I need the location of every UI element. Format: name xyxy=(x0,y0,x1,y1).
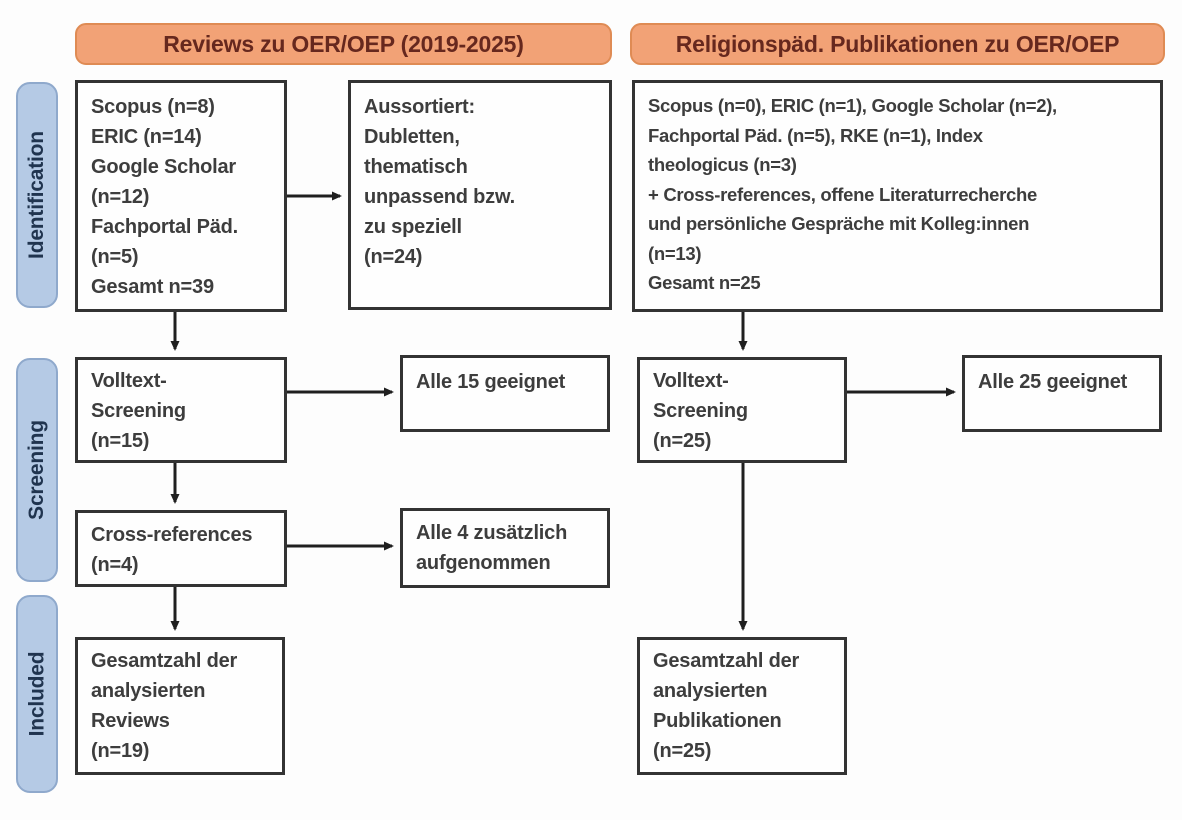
text-line: Cross-references xyxy=(91,524,253,546)
text-line: (n=15) xyxy=(91,430,150,452)
text-line: (n=13) xyxy=(648,242,702,264)
text-line: zu speziell xyxy=(364,216,462,238)
stage-label-screening-text: Screening xyxy=(25,420,49,520)
column-header-relpaed: Religionspäd. Publikationen zu OER/OEP xyxy=(630,23,1165,65)
text-line: Scopus (n=0), ERIC (n=1), Google Scholar… xyxy=(648,95,1057,116)
stage-label-identification-text: Identification xyxy=(25,131,48,259)
box-reviews-excluded: Aussortiert: Dubletten, thematisch unpassen… xyxy=(348,80,612,310)
text-line: Gesamtzahl der xyxy=(653,650,800,672)
text-line: und persönliche Gespräche mit Kolleg:inn… xyxy=(648,213,1030,234)
box-reviews-crossref-result: Alle 4 zusätzlich aufgenommen xyxy=(400,508,610,588)
stage-label-included-text: Included xyxy=(25,651,48,737)
text-line: Gesamt n=25 xyxy=(648,272,761,293)
text-line: (n=24) xyxy=(364,246,423,268)
column-header-reviews: Reviews zu OER/OEP (2019-2025) xyxy=(75,23,612,65)
text-line: Reviews xyxy=(91,710,170,732)
text-line: + Cross-references, offene Literaturrech… xyxy=(648,183,1038,205)
text-line: Publikationen xyxy=(653,710,782,732)
column-header-relpaed-label: Religionspäd. Publikationen zu OER/OEP xyxy=(675,30,1120,57)
text-line: unpassend bzw. xyxy=(364,186,515,208)
text-line: Scopus (n=8) xyxy=(91,96,215,118)
text-line: (n=4) xyxy=(91,554,139,576)
column-header-reviews-label: Reviews zu OER/OEP (2019-2025) xyxy=(163,30,524,57)
text-line: Fachportal Päd. xyxy=(91,216,239,238)
text-line: Fachportal Päd. (n=5), RKE (n=1), Index xyxy=(648,124,983,146)
text-line: Volltext- xyxy=(91,370,167,392)
text-line: (n=12) xyxy=(91,186,150,208)
text-line: (n=25) xyxy=(653,430,712,452)
box-reviews-fulltext-screening: Volltext- Screening (n=15) xyxy=(75,357,287,463)
box-reviews-fulltext-result: Alle 15 geeignet xyxy=(400,355,610,432)
box-relpaed-sources: Scopus (n=0), ERIC (n=1), Google Scholar… xyxy=(632,80,1163,312)
stage-label-included: Included xyxy=(16,595,58,793)
text-line: analysierten xyxy=(653,680,768,702)
text-line: Dubletten, xyxy=(364,126,460,148)
text-line: theologicus (n=3) xyxy=(648,154,797,175)
text-line: Gesamtzahl der xyxy=(91,650,238,672)
text-line: (n=19) xyxy=(91,740,150,762)
text-line: Aussortiert: xyxy=(364,96,475,118)
box-reviews-crossreferences: Cross-references (n=4) xyxy=(75,510,287,587)
stage-label-identification: Identification xyxy=(16,82,58,308)
text-line: Google Scholar xyxy=(91,156,237,178)
text-line: ERIC (n=14) xyxy=(91,126,202,148)
text-line: Volltext- xyxy=(653,370,729,392)
text-line: analysierten xyxy=(91,680,206,702)
text-line: aufgenommen xyxy=(416,552,551,574)
box-relpaed-fulltext-screening: Volltext- Screening (n=25) xyxy=(637,357,847,463)
box-relpaed-fulltext-result: Alle 25 geeignet xyxy=(962,355,1162,432)
text-line: (n=25) xyxy=(653,740,712,762)
text-line: Screening xyxy=(653,400,748,422)
stage-label-screening: Screening xyxy=(16,358,58,582)
text-line: thematisch xyxy=(364,156,468,178)
text-line: Alle 15 geeignet xyxy=(416,371,566,393)
text-line: Screening xyxy=(91,400,186,422)
text-line: Alle 4 zusätzlich xyxy=(416,522,568,544)
text-line: Alle 25 geeignet xyxy=(978,371,1128,393)
text-line: (n=5) xyxy=(91,246,139,268)
text-line: Gesamt n=39 xyxy=(91,276,214,298)
box-reviews-sources: Scopus (n=8) ERIC (n=14) Google Scholar (n=… xyxy=(75,80,287,312)
